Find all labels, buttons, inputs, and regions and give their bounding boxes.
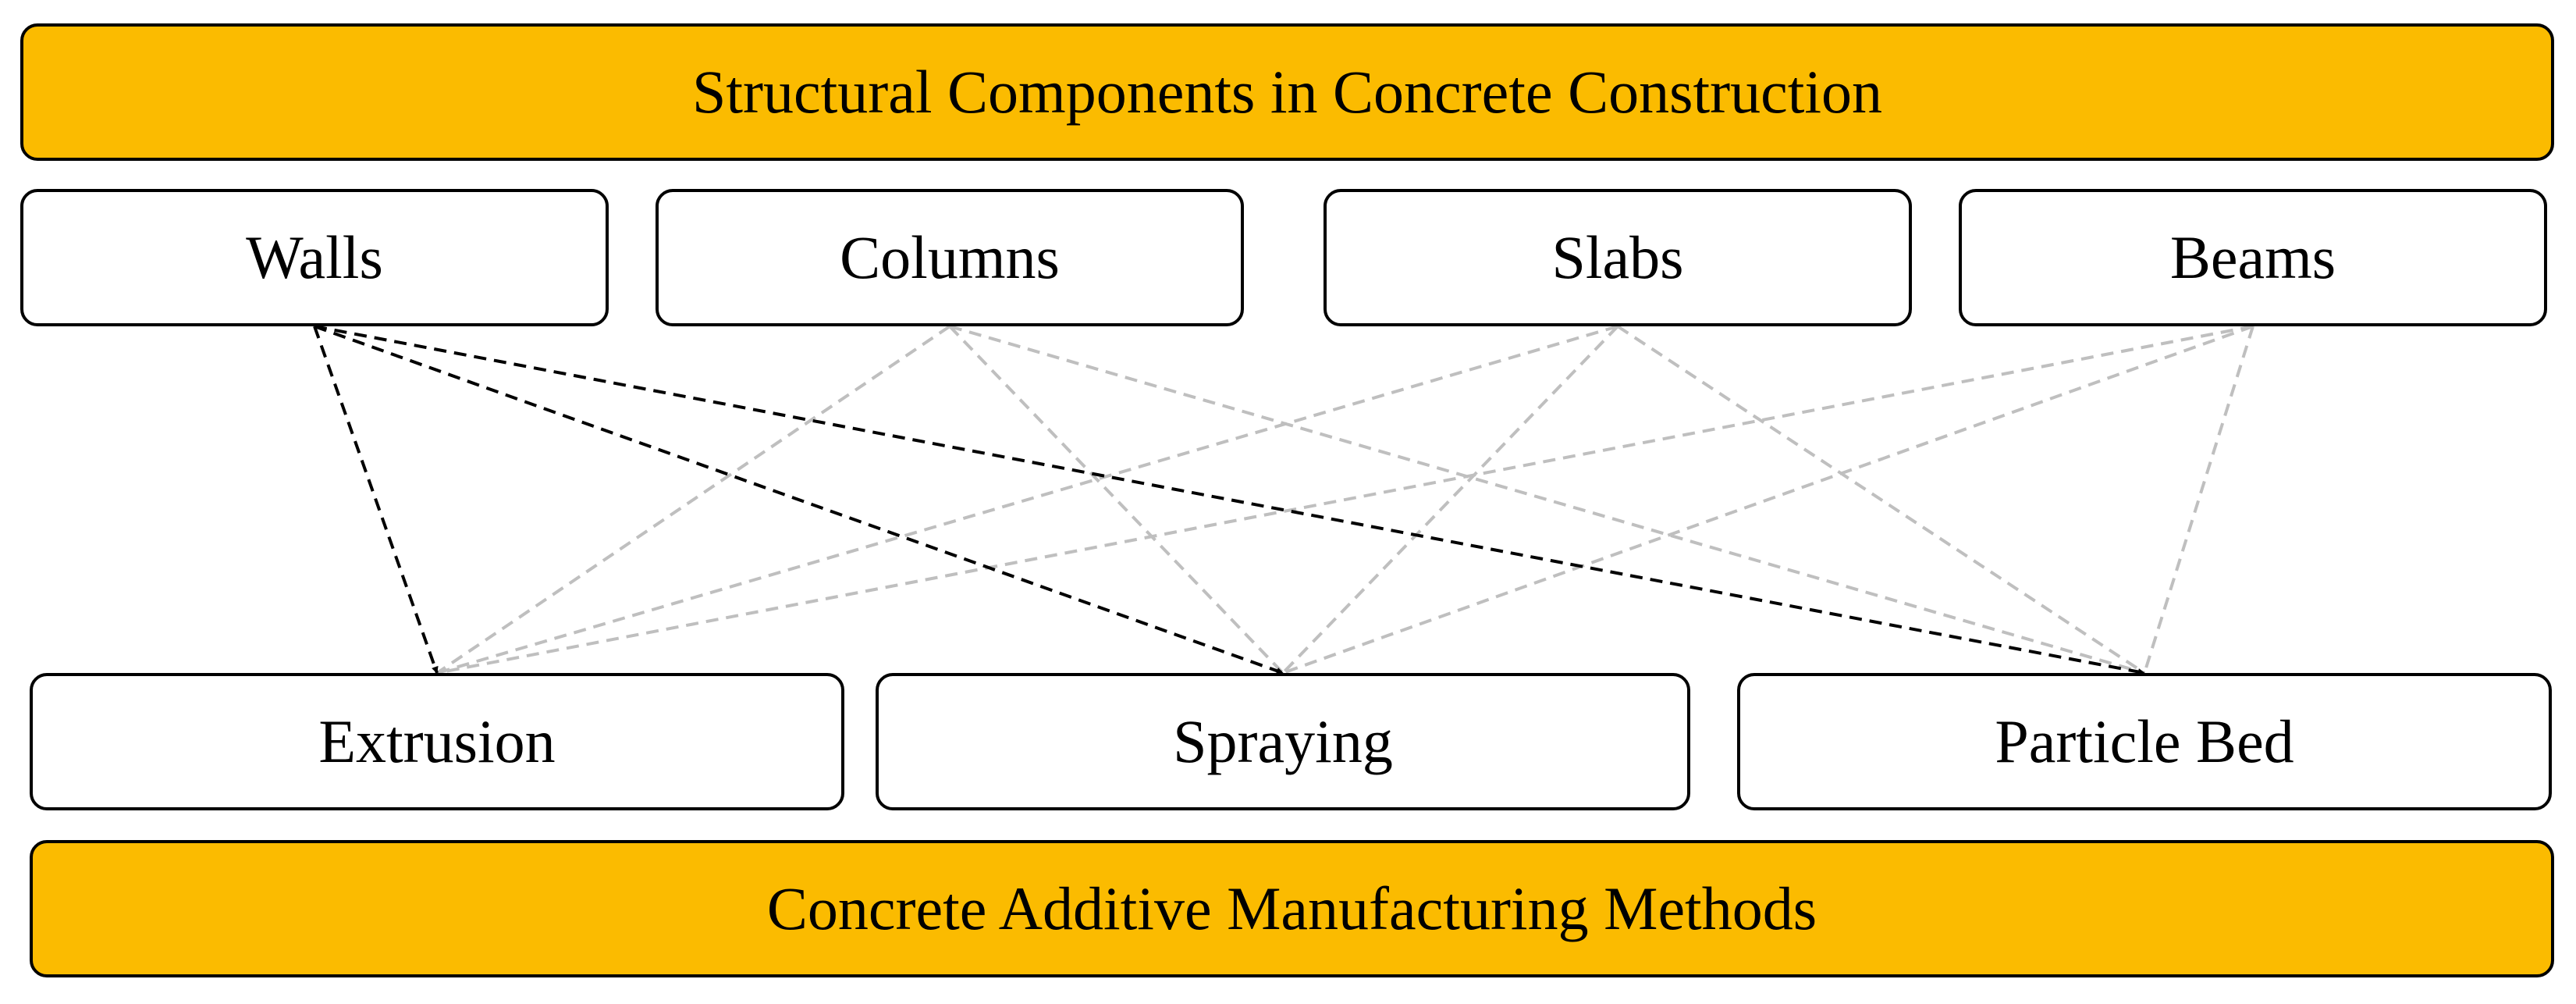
link-walls-to-extrusion <box>313 326 439 674</box>
method-node-particle-bed: Particle Bed <box>1737 673 2552 810</box>
link-slabs-to-particle-bed <box>1616 325 2146 675</box>
component-node-columns: Columns <box>656 189 1244 326</box>
bottom-banner-label: Concrete Additive Manufacturing Methods <box>766 874 1817 942</box>
component-label-slabs: Slabs <box>1551 223 1684 291</box>
method-node-extrusion: Extrusion <box>30 673 844 810</box>
method-label-particle-bed: Particle Bed <box>1995 707 2294 775</box>
link-beams-to-extrusion <box>436 325 2254 675</box>
component-node-walls: Walls <box>20 189 609 326</box>
method-label-spraying: Spraying <box>1173 707 1393 775</box>
top-banner: Structural Components in Concrete Constr… <box>20 23 2554 161</box>
component-label-walls: Walls <box>246 223 383 291</box>
link-beams-to-particle-bed <box>2143 326 2254 674</box>
component-label-columns: Columns <box>840 223 1060 291</box>
method-node-spraying: Spraying <box>876 673 1690 810</box>
link-columns-to-particle-bed <box>949 325 2145 675</box>
link-group <box>313 325 2254 675</box>
component-label-beams: Beams <box>2169 223 2336 291</box>
link-beams-to-spraying <box>1282 325 2254 675</box>
link-walls-to-particle-bed <box>314 325 2145 675</box>
component-node-slabs: Slabs <box>1324 189 1912 326</box>
link-columns-to-extrusion <box>435 325 951 675</box>
method-label-extrusion: Extrusion <box>318 707 556 775</box>
link-walls-to-spraying <box>314 325 1284 675</box>
component-node-beams: Beams <box>1959 189 2547 326</box>
bottom-banner: Concrete Additive Manufacturing Methods <box>30 840 2554 977</box>
top-banner-label: Structural Components in Concrete Constr… <box>691 58 1883 126</box>
link-slabs-to-spraying <box>1281 325 1619 675</box>
link-slabs-to-extrusion <box>436 325 1618 675</box>
